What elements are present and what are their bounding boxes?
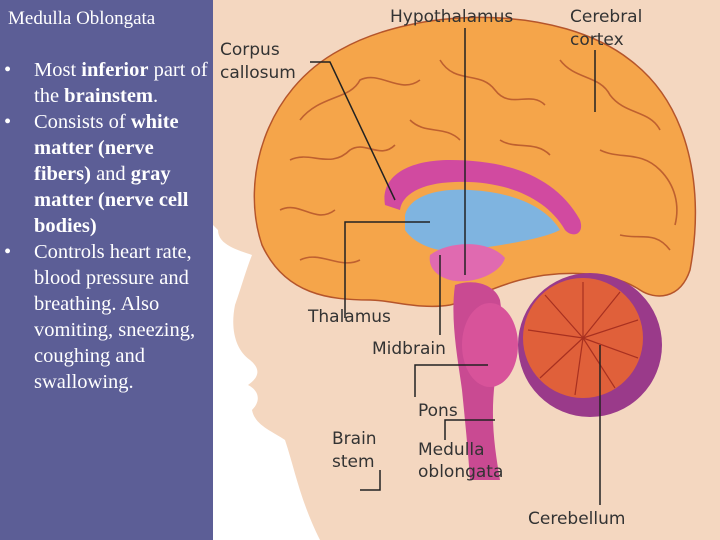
brain-diagram: Hypothalamus Cerebral cortex Corpus call… <box>213 0 720 540</box>
bullet-item: • Controls heart rate, blood pressure and… <box>4 239 209 395</box>
bullet-bold-text: gray matter (nerve cell bodies) <box>34 163 189 237</box>
bullet-item: • Most inferior part of the brainstem. <box>4 57 209 109</box>
label-pons: Pons <box>418 401 458 421</box>
text-panel: Medulla Oblongata • Most inferior part of… <box>0 0 213 540</box>
leader-lines <box>310 28 601 505</box>
bullet-bold-text: white matter (nerve fibers) <box>34 111 179 185</box>
label-medulla-line2: oblongata <box>418 462 503 482</box>
pons-shape <box>462 303 518 387</box>
label-cerebellum: Cerebellum <box>528 509 625 529</box>
thalamus-shape <box>429 244 505 282</box>
label-midbrain: Midbrain <box>372 339 446 359</box>
bullet-text: . <box>153 85 159 107</box>
bullet-item: • Consists of white matter (nerve fibers)… <box>4 109 209 239</box>
bullet-bold-text: brainstem <box>64 85 153 107</box>
bullet-bold-text: inferior <box>81 59 149 81</box>
slide-title: Medulla Oblongata <box>8 8 156 29</box>
label-brain-stem-line2: stem <box>332 452 375 472</box>
label-brain-stem-line1: Brain <box>332 429 377 449</box>
label-corpus-callosum-line2: callosum <box>220 63 296 83</box>
bullet-dot-icon: • <box>4 59 12 81</box>
bullet-list: • Most inferior part of the brainstem. • Co… <box>4 57 209 395</box>
bullet-text: Consists of <box>34 111 131 133</box>
bullet-text: Controls heart rate, blood pressure and … <box>34 241 196 393</box>
label-cerebral-cortex-line2: cortex <box>570 30 624 50</box>
bullet-dot-icon: • <box>4 241 12 263</box>
bullet-text: and <box>90 163 131 185</box>
label-cerebral-cortex-line1: Cerebral <box>570 7 642 27</box>
label-hypothalamus: Hypothalamus <box>390 7 513 27</box>
corpus-callosum-shape <box>384 160 582 235</box>
bullet-dot-icon: • <box>4 111 12 133</box>
bullet-text: part of the <box>34 59 208 107</box>
gyri-lines <box>279 59 678 264</box>
label-thalamus: Thalamus <box>307 307 391 327</box>
ventricle-shape <box>405 189 560 252</box>
cerebellum-rays <box>527 282 639 396</box>
label-medulla-line1: Medulla <box>418 440 485 460</box>
label-corpus-callosum-line1: Corpus <box>220 40 280 60</box>
bullet-text: Most <box>34 59 82 81</box>
